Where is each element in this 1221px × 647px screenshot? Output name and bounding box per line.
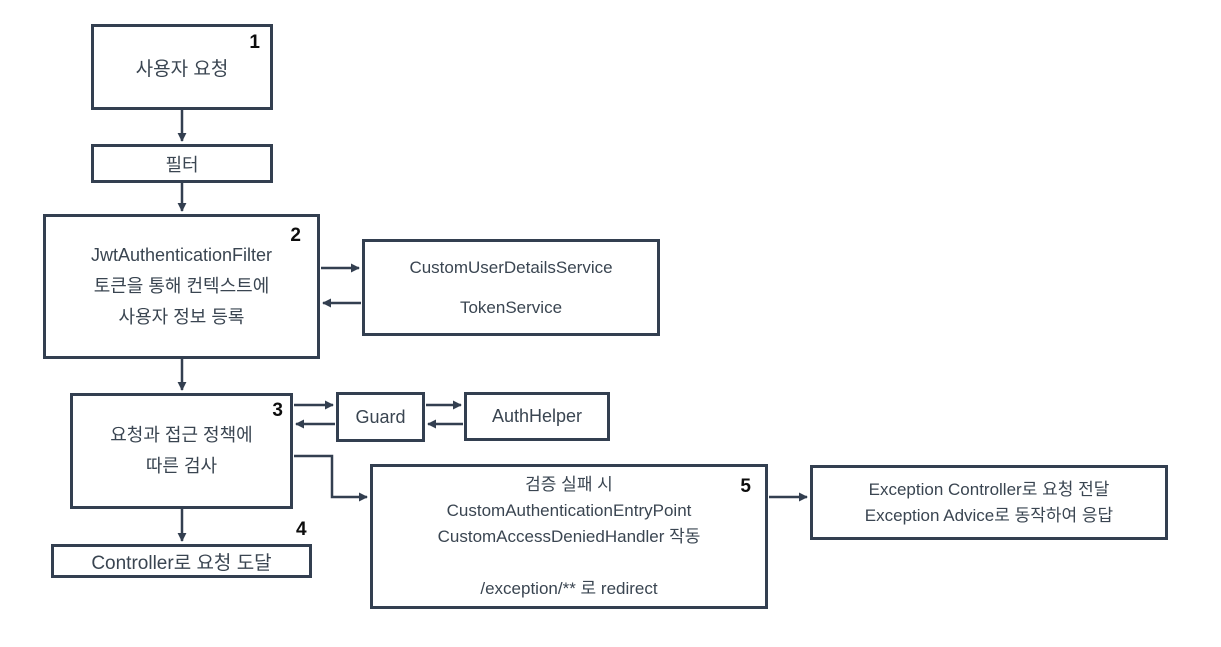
node-controller-label: Controller로 요청 도달 [91, 552, 272, 574]
step-number-4: 4 [296, 519, 307, 540]
node-filter-label: 필터 [165, 154, 199, 175]
node-controller: Controller로 요청 도달 [51, 544, 312, 578]
node-guard-label: Guard [355, 406, 406, 427]
step-number-2: 2 [290, 225, 301, 246]
node-jwt-authentication-filter: 2 JwtAuthenticationFilter 토큰을 통해 컨텍스트에 사… [43, 214, 320, 359]
node-failure-line: CustomAuthenticationEntryPoint [446, 500, 692, 520]
node-services-line: TokenService [459, 297, 563, 317]
node-services-line: CustomUserDetailsService [409, 257, 613, 277]
node-filter: 필터 [91, 144, 273, 183]
node-auth-helper: AuthHelper [464, 392, 610, 441]
node-jwt-filter-line: 사용자 정보 등록 [118, 307, 245, 327]
node-services: CustomUserDetailsService TokenService [362, 239, 660, 336]
node-policy-check-line: 요청과 접근 정책에 [110, 425, 253, 445]
node-exception-line: Exception Controller로 요청 전달 [868, 479, 1110, 499]
node-guard: Guard [336, 392, 425, 442]
node-user-request: 1 사용자 요청 [91, 24, 273, 110]
node-policy-check: 3 요청과 접근 정책에 따른 검사 [70, 393, 293, 509]
node-exception-line: Exception Advice로 동작하여 응답 [864, 505, 1114, 525]
node-failure-line: 검증 실패 시 [525, 474, 613, 494]
node-auth-helper-label: AuthHelper [491, 406, 583, 426]
step-number-1: 1 [249, 32, 260, 53]
node-validation-failure: 5 검증 실패 시 CustomAuthenticationEntryPoint… [370, 464, 768, 609]
node-policy-check-line: 따른 검사 [145, 456, 218, 476]
node-jwt-filter-line: 토큰을 통해 컨텍스트에 [93, 276, 270, 296]
node-exception-controller: Exception Controller로 요청 전달 Exception Ad… [810, 465, 1168, 540]
arrow-policy-to-failure [294, 454, 368, 502]
step-number-3: 3 [272, 400, 283, 421]
node-failure-line: /exception/** 로 redirect [480, 578, 658, 598]
step-number-5: 5 [740, 476, 751, 497]
node-jwt-filter-line: JwtAuthenticationFilter [90, 245, 273, 265]
node-user-request-label: 사용자 요청 [135, 58, 229, 80]
node-failure-line: CustomAccessDeniedHandler 작동 [437, 526, 701, 546]
